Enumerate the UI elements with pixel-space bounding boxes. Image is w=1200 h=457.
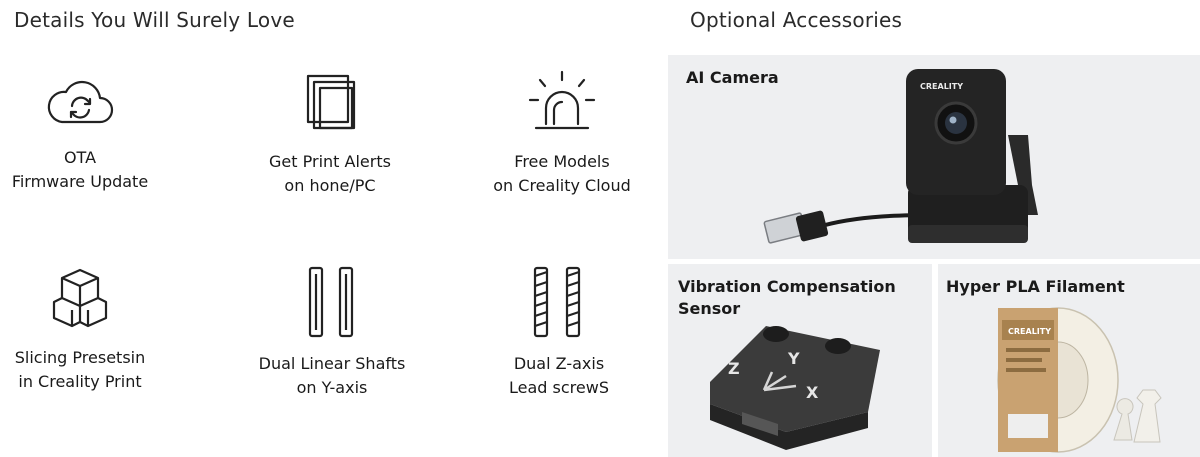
ai-camera-image: CREALITY bbox=[763, 69, 1038, 244]
feature-slicing-presets: Slicing Presetsin in Creality Print bbox=[0, 264, 195, 394]
feature-label: Slicing Presetsin in Creality Print bbox=[14, 348, 146, 391]
feature-label: Free Models on Creality Cloud bbox=[493, 152, 631, 195]
feature-print-alerts: Get Print Alerts on hone/PC bbox=[215, 72, 445, 198]
feature-free-models: Free Models on Creality Cloud bbox=[447, 68, 677, 198]
feature-ota: OTA Firmware Update bbox=[0, 72, 195, 194]
camera-brand-text: CREALITY bbox=[920, 82, 963, 91]
feature-linear-shafts: Dual Linear Shafts on Y-axis bbox=[217, 266, 447, 400]
accessory-title: AI Camera bbox=[686, 68, 779, 87]
lead-screw-icon bbox=[533, 266, 581, 338]
vibration-sensor-image: Z Y X bbox=[710, 326, 880, 450]
feature-label: Get Print Alerts on hone/PC bbox=[269, 152, 391, 195]
accessory-card-pla-filament[interactable]: Hyper PLA Filament CREALITY bbox=[938, 264, 1200, 457]
axis-label-y: Y bbox=[787, 349, 800, 368]
axis-label-z: Z bbox=[728, 359, 740, 378]
feature-label: Dual Linear Shafts on Y-axis bbox=[258, 354, 406, 397]
filament-spool-image: CREALITY bbox=[997, 307, 1162, 453]
accessory-card-vibration-sensor[interactable]: Vibration Compensation Sensor Z Y X bbox=[668, 264, 932, 457]
linear-shafts-icon bbox=[308, 266, 354, 338]
accessory-title: Vibration Compensation Sensor bbox=[678, 277, 896, 318]
alarm-light-icon bbox=[528, 70, 596, 130]
accessory-card-ai-camera[interactable]: AI Camera CREALITY bbox=[668, 55, 1200, 259]
cloud-sync-icon bbox=[47, 80, 114, 124]
layered-squares-icon bbox=[306, 74, 356, 130]
section-heading-accessories: Optional Accessories bbox=[690, 8, 903, 32]
feature-label: Dual Z-axis Lead screwS bbox=[509, 354, 609, 397]
feature-lead-screws: Dual Z-axis Lead screwS bbox=[444, 266, 674, 400]
section-heading-details: Details You Will Surely Love bbox=[14, 8, 295, 32]
cube-stack-icon bbox=[52, 268, 108, 328]
feature-label: OTA Firmware Update bbox=[11, 148, 149, 191]
spool-brand-text: CREALITY bbox=[1008, 327, 1051, 336]
axis-label-x: X bbox=[806, 383, 819, 402]
accessory-title: Hyper PLA Filament bbox=[946, 277, 1125, 296]
